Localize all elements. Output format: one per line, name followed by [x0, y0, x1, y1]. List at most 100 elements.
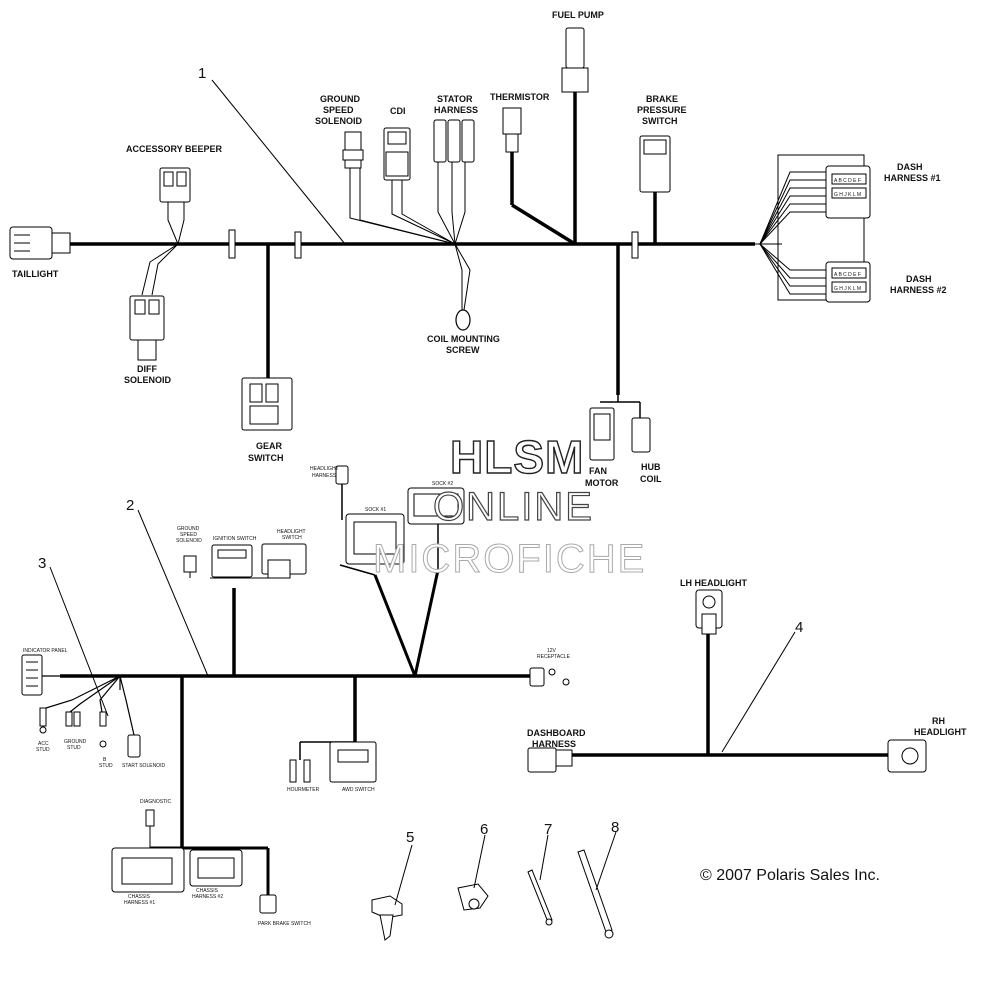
small-label-diagnostic: DIAGNOSTIC	[140, 799, 172, 805]
label-stator-1: STATOR	[437, 94, 473, 104]
label-ground-speed-1: GROUND	[320, 94, 360, 104]
b-stud-terminal	[99, 711, 107, 748]
accessory-beeper-connector	[159, 167, 191, 203]
part-6-clip	[457, 883, 489, 911]
small-label-sock-2: SOCK #2	[432, 481, 453, 487]
small-label-headlight-harness-2: HARNESS	[312, 473, 337, 479]
small-label-b-stud-1: B	[103, 757, 107, 763]
callout-8: 8	[611, 819, 619, 836]
label-taillight: TAILLIGHT	[12, 269, 59, 279]
callout-2: 2	[126, 497, 134, 514]
label-fuel-pump: FUEL PUMP	[552, 10, 604, 20]
ground-speed-solenoid-connector	[342, 131, 364, 169]
watermark-line-3: MICROFICHE	[373, 537, 646, 581]
label-brake-3: SWITCH	[642, 116, 678, 126]
label-dashboard-1: DASHBOARD	[527, 728, 586, 738]
small-label-headlight-switch-1: HEADLIGHT	[277, 529, 306, 535]
headlight-harness-connector	[335, 465, 349, 485]
label-rh-2: HEADLIGHT	[914, 727, 967, 737]
acc-stud-terminal	[39, 707, 47, 734]
start-solenoid-connector	[127, 734, 141, 758]
small-label-ignition-switch: IGNITION SWITCH	[213, 536, 257, 542]
headlight-switch-connector	[261, 543, 307, 579]
chassis-harness-2-connector	[189, 849, 243, 887]
ignition-switch-connector	[211, 544, 253, 578]
label-hub-2: COIL	[640, 474, 662, 484]
small-label-gs-2: SPEED	[180, 532, 197, 538]
watermark-line-2: ONLINE	[433, 485, 594, 529]
chassis-harness-1-connector	[111, 847, 185, 893]
small-component-labels: HEADLIGHT HARNESS SOCK #1 SOCK #2 GROUND…	[23, 178, 861, 927]
part-5-wire-boot	[371, 895, 403, 941]
indicator-panel-connector	[21, 654, 43, 696]
label-dash-harness-2a: DASH	[906, 274, 932, 284]
label-fan-1: FAN	[589, 466, 607, 476]
small-label-chassis2-1: CHASSIS	[196, 888, 219, 894]
small-label-receptacle-1: 12V	[547, 648, 557, 654]
callout-6: 6	[480, 821, 488, 838]
callout-5: 5	[406, 829, 414, 846]
label-fan-2: MOTOR	[585, 478, 619, 488]
small-label-acc-2: STUD	[36, 747, 50, 753]
gear-switch-connector	[241, 377, 293, 431]
label-ground-speed-3: SOLENOID	[315, 116, 363, 126]
label-ground-speed-2: SPEED	[323, 105, 354, 115]
watermark: HLSM ONLINE MICROFICHE	[373, 430, 646, 581]
dash2-connector-letters-row2: G H J K L M	[834, 286, 861, 292]
small-label-park-brake: PARK BRAKE SWITCH	[258, 921, 311, 927]
component-labels: FUEL PUMP GROUND SPEED SOLENOID CDI STAT…	[12, 10, 967, 749]
callout-7: 7	[544, 821, 552, 838]
small-label-gs-3: SOLENOID	[176, 538, 202, 544]
label-dash-harness-2b: HARNESS #2	[890, 285, 947, 295]
park-brake-switch-connector	[259, 894, 277, 914]
small-label-chassis1-2: HARNESS #1	[124, 900, 155, 906]
small-label-headlight-switch-2: SWITCH	[282, 535, 302, 541]
label-dash-harness-1b: HARNESS #1	[884, 173, 941, 183]
label-lh-headlight: LH HEADLIGHT	[680, 578, 747, 588]
small-label-sock-1: SOCK #1	[365, 507, 386, 513]
label-dashboard-2: HARNESS	[532, 739, 576, 749]
lh-headlight-connector	[695, 589, 723, 635]
label-diff-2: SOLENOID	[124, 375, 172, 385]
label-brake-2: PRESSURE	[637, 105, 687, 115]
label-accessory-beeper: ACCESSORY BEEPER	[126, 144, 223, 154]
sock-1-connector	[345, 513, 405, 565]
fuel-pump-connector	[561, 27, 589, 93]
copyright: © 2007 Polaris Sales Inc.	[700, 867, 880, 884]
diagnostic-connector	[145, 809, 155, 827]
label-gear-2: SWITCH	[248, 453, 284, 463]
taillight-connector	[9, 226, 71, 260]
dash-harness-1-connector	[825, 165, 871, 219]
label-stator-2: HARNESS	[434, 105, 478, 115]
dash-harness-2-connector	[825, 261, 871, 303]
small-label-ground-stud-2: STUD	[67, 745, 81, 751]
small-label-ground-stud-1: GROUND	[64, 739, 87, 745]
callout-numbers: 1 2 3 4 5 6 7 8	[38, 65, 803, 846]
label-brake-1: BRAKE	[646, 94, 678, 104]
small-label-hourmeter: HOURMETER	[287, 787, 320, 793]
callout-3: 3	[38, 555, 46, 572]
callout-1: 1	[198, 65, 206, 82]
small-label-awd-switch: AWD SWITCH	[342, 787, 375, 793]
label-cdi: CDI	[390, 106, 406, 116]
label-hub-1: HUB	[641, 462, 661, 472]
fan-motor-connector	[589, 407, 615, 461]
label-gear-1: GEAR	[256, 441, 283, 451]
hourmeter-terminals	[289, 759, 311, 783]
watermark-line-1: HLSM	[450, 431, 584, 483]
small-label-start-solenoid: START SOLENOID	[122, 763, 165, 769]
callout-4: 4	[795, 619, 803, 636]
small-label-receptacle-2: RECEPTACLE	[537, 654, 571, 660]
small-label-chassis1-1: CHASSIS	[128, 894, 151, 900]
brake-pressure-switch-connector	[639, 135, 671, 193]
main-harness-1	[70, 92, 865, 418]
small-label-gs-1: GROUND	[177, 526, 200, 532]
small-label-chassis2-2: HARNESS #2	[192, 894, 223, 900]
part-8-cable-tie	[577, 849, 614, 939]
label-coil-1: COIL MOUNTING	[427, 334, 500, 344]
small-label-headlight-harness-1: HEADLIGHT	[310, 466, 339, 472]
part-7-cable-tie	[527, 869, 553, 926]
thermistor-connector	[502, 107, 522, 153]
dash-connector-letters-row2: G H J K L M	[834, 192, 861, 198]
